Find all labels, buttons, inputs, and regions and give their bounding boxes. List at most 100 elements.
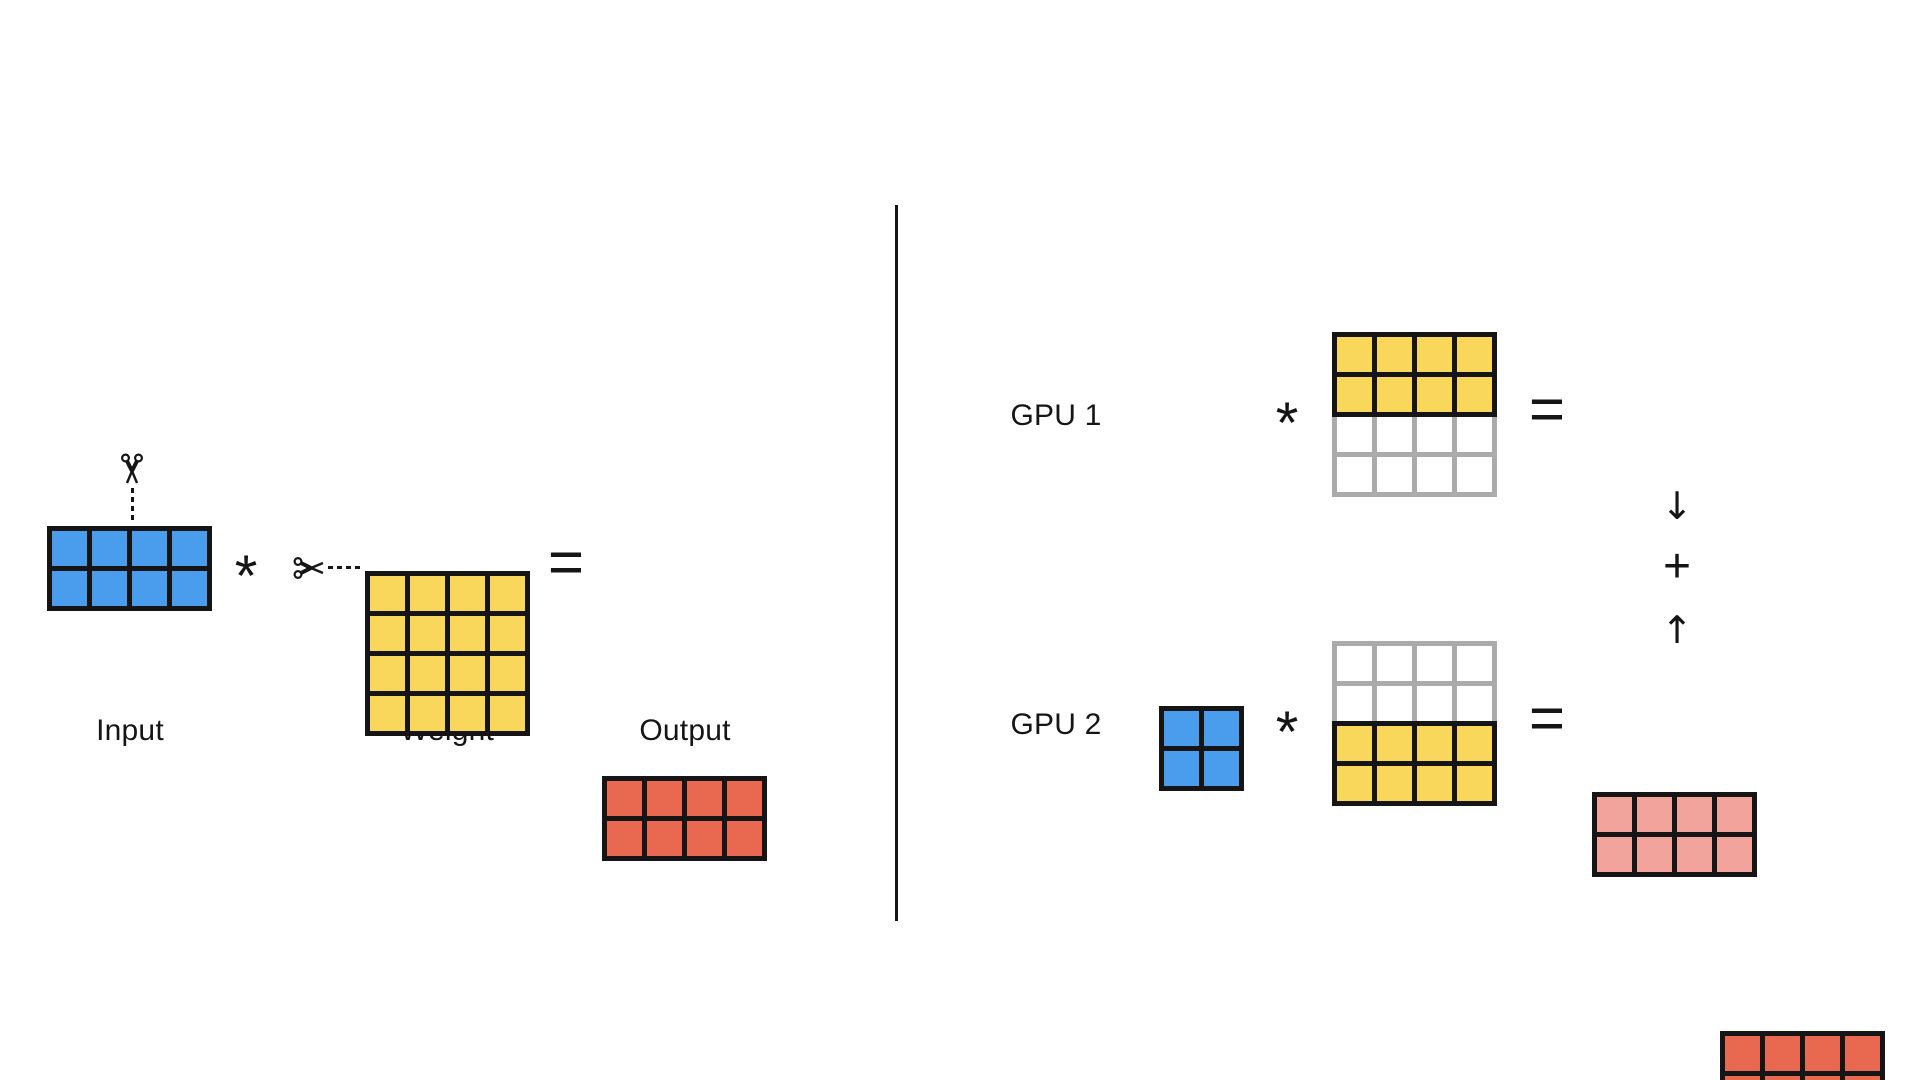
matrix-cell xyxy=(727,781,762,816)
matrix-cell xyxy=(1457,726,1492,761)
matrix-cell xyxy=(1457,646,1492,681)
matrix-cell xyxy=(607,781,642,816)
matrix-cell xyxy=(370,576,405,611)
gpu1-weight-matrix xyxy=(1332,332,1497,497)
gpu1-weight-top-half xyxy=(1332,332,1497,417)
matrix-cell xyxy=(1377,417,1412,452)
matrix-cell xyxy=(1337,766,1372,801)
matrix-cell xyxy=(1717,797,1752,832)
matrix-cell xyxy=(1637,797,1672,832)
matrix-cell xyxy=(1164,711,1199,746)
matrix-cell xyxy=(52,531,87,566)
matrix-cell xyxy=(410,576,445,611)
matrix-cell xyxy=(132,531,167,566)
multiply-glyph: * xyxy=(234,544,258,609)
matrix-cell xyxy=(1725,1076,1760,1080)
gpu2-multiply-operator: * xyxy=(1255,691,1319,762)
arrow-down-icon: ↓ xyxy=(1645,474,1709,538)
combined-output-matrix xyxy=(1720,1031,1885,1080)
matrix-cell xyxy=(132,571,167,606)
matrix-cell xyxy=(1765,1076,1800,1080)
matrix-cell xyxy=(607,821,642,856)
gpu2-weight-top-half xyxy=(1332,641,1497,726)
gpu1-label: GPU 1 xyxy=(1010,399,1102,432)
matrix-cell xyxy=(1845,1036,1880,1071)
equals-operator: = xyxy=(534,528,598,598)
matrix-cell xyxy=(1765,1036,1800,1071)
matrix-cell xyxy=(1337,337,1372,372)
matrix-cell xyxy=(1805,1036,1840,1071)
input-matrix xyxy=(47,526,212,611)
matrix-cell xyxy=(1457,457,1492,492)
matrix-cell xyxy=(1417,686,1452,721)
matrix-cell xyxy=(1637,837,1672,872)
matrix-cell xyxy=(450,576,485,611)
matrix-cell xyxy=(410,656,445,691)
matrix-cell xyxy=(1677,797,1712,832)
matrix-cell xyxy=(1377,457,1412,492)
arrow-up-glyph: ↑ xyxy=(1661,608,1693,652)
matrix-cell xyxy=(1337,457,1372,492)
matrix-cell xyxy=(1377,337,1412,372)
matrix-cell xyxy=(1337,646,1372,681)
input-cut-line xyxy=(131,488,134,521)
gpu2-label: GPU 2 xyxy=(1010,708,1102,741)
matrix-cell xyxy=(1597,837,1632,872)
output-label: Output xyxy=(639,714,731,747)
matrix-cell xyxy=(1337,726,1372,761)
matrix-cell xyxy=(1677,837,1712,872)
gpu2-multiply-glyph: * xyxy=(1275,700,1299,765)
gpu1-multiply-operator: * xyxy=(1255,382,1319,453)
matrix-cell xyxy=(1337,686,1372,721)
matrix-cell xyxy=(172,571,207,606)
matrix-cell xyxy=(1717,837,1752,872)
panel-divider xyxy=(895,205,898,921)
matrix-cell xyxy=(370,656,405,691)
matrix-cell xyxy=(1725,1036,1760,1071)
matrix-cell xyxy=(1457,417,1492,452)
matrix-cell xyxy=(172,531,207,566)
gpu1-equals-glyph: = xyxy=(1528,375,1566,444)
matrix-cell xyxy=(1204,711,1239,746)
matrix-cell xyxy=(370,696,405,731)
matrix-cell xyxy=(450,656,485,691)
matrix-cell xyxy=(490,616,525,651)
gpu2-equals-glyph: = xyxy=(1528,684,1566,753)
gpu1-input-matrix xyxy=(1159,706,1244,791)
gpu1-result-matrix xyxy=(1592,792,1757,877)
matrix-cell xyxy=(727,821,762,856)
matrix-cell xyxy=(1377,377,1412,412)
scissors-right-icon xyxy=(292,550,328,586)
gpu2-equals-operator: = xyxy=(1515,684,1579,754)
matrix-cell xyxy=(1377,766,1412,801)
matrix-cell xyxy=(1377,646,1412,681)
matrix-cell xyxy=(1417,337,1452,372)
equals-glyph: = xyxy=(547,528,585,597)
matrix-cell xyxy=(1417,417,1452,452)
matrix-cell xyxy=(450,616,485,651)
matrix-cell xyxy=(410,696,445,731)
output-matrix xyxy=(602,776,767,861)
matrix-cell xyxy=(1377,686,1412,721)
matrix-cell xyxy=(1417,766,1452,801)
matrix-cell xyxy=(1377,726,1412,761)
gpu1-multiply-glyph: * xyxy=(1275,391,1299,456)
matrix-cell xyxy=(92,531,127,566)
matrix-cell xyxy=(1417,377,1452,412)
plus-operator: + xyxy=(1645,535,1709,599)
matrix-cell xyxy=(1845,1076,1880,1080)
matrix-cell xyxy=(1457,337,1492,372)
matrix-cell xyxy=(92,571,127,606)
matrix-cell xyxy=(1805,1076,1840,1080)
matrix-cell xyxy=(490,656,525,691)
gpu2-weight-matrix xyxy=(1332,641,1497,806)
matrix-cell xyxy=(1204,751,1239,786)
matrix-cell xyxy=(1457,377,1492,412)
matrix-cell xyxy=(1417,726,1452,761)
arrow-down-glyph: ↓ xyxy=(1661,484,1693,528)
matrix-cell xyxy=(1417,457,1452,492)
gpu1-equals-operator: = xyxy=(1515,375,1579,445)
weight-matrix xyxy=(365,571,530,736)
matrix-cell xyxy=(370,616,405,651)
